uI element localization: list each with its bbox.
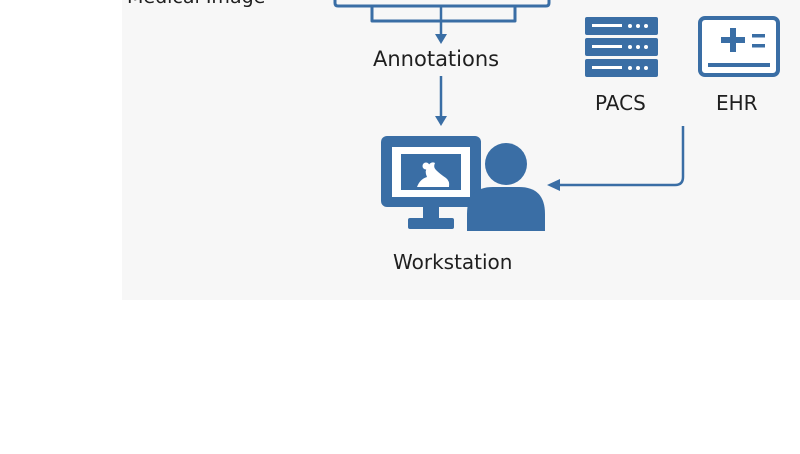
connector-pacs-workstation (547, 126, 685, 191)
medical-image-label: Medical Image (127, 0, 265, 8)
connector-annotations-workstation (435, 76, 447, 126)
annotations-label: Annotations (373, 47, 500, 71)
ehr-label: EHR (716, 91, 758, 115)
monitor-user-icon (381, 136, 545, 231)
workstation-label: Workstation (393, 250, 513, 274)
server-icon (585, 17, 658, 77)
scan-image-icon (417, 162, 450, 187)
connector-image-annotations (435, 6, 447, 44)
pacs-label: PACS (595, 91, 646, 115)
health-record-icon (698, 16, 780, 77)
